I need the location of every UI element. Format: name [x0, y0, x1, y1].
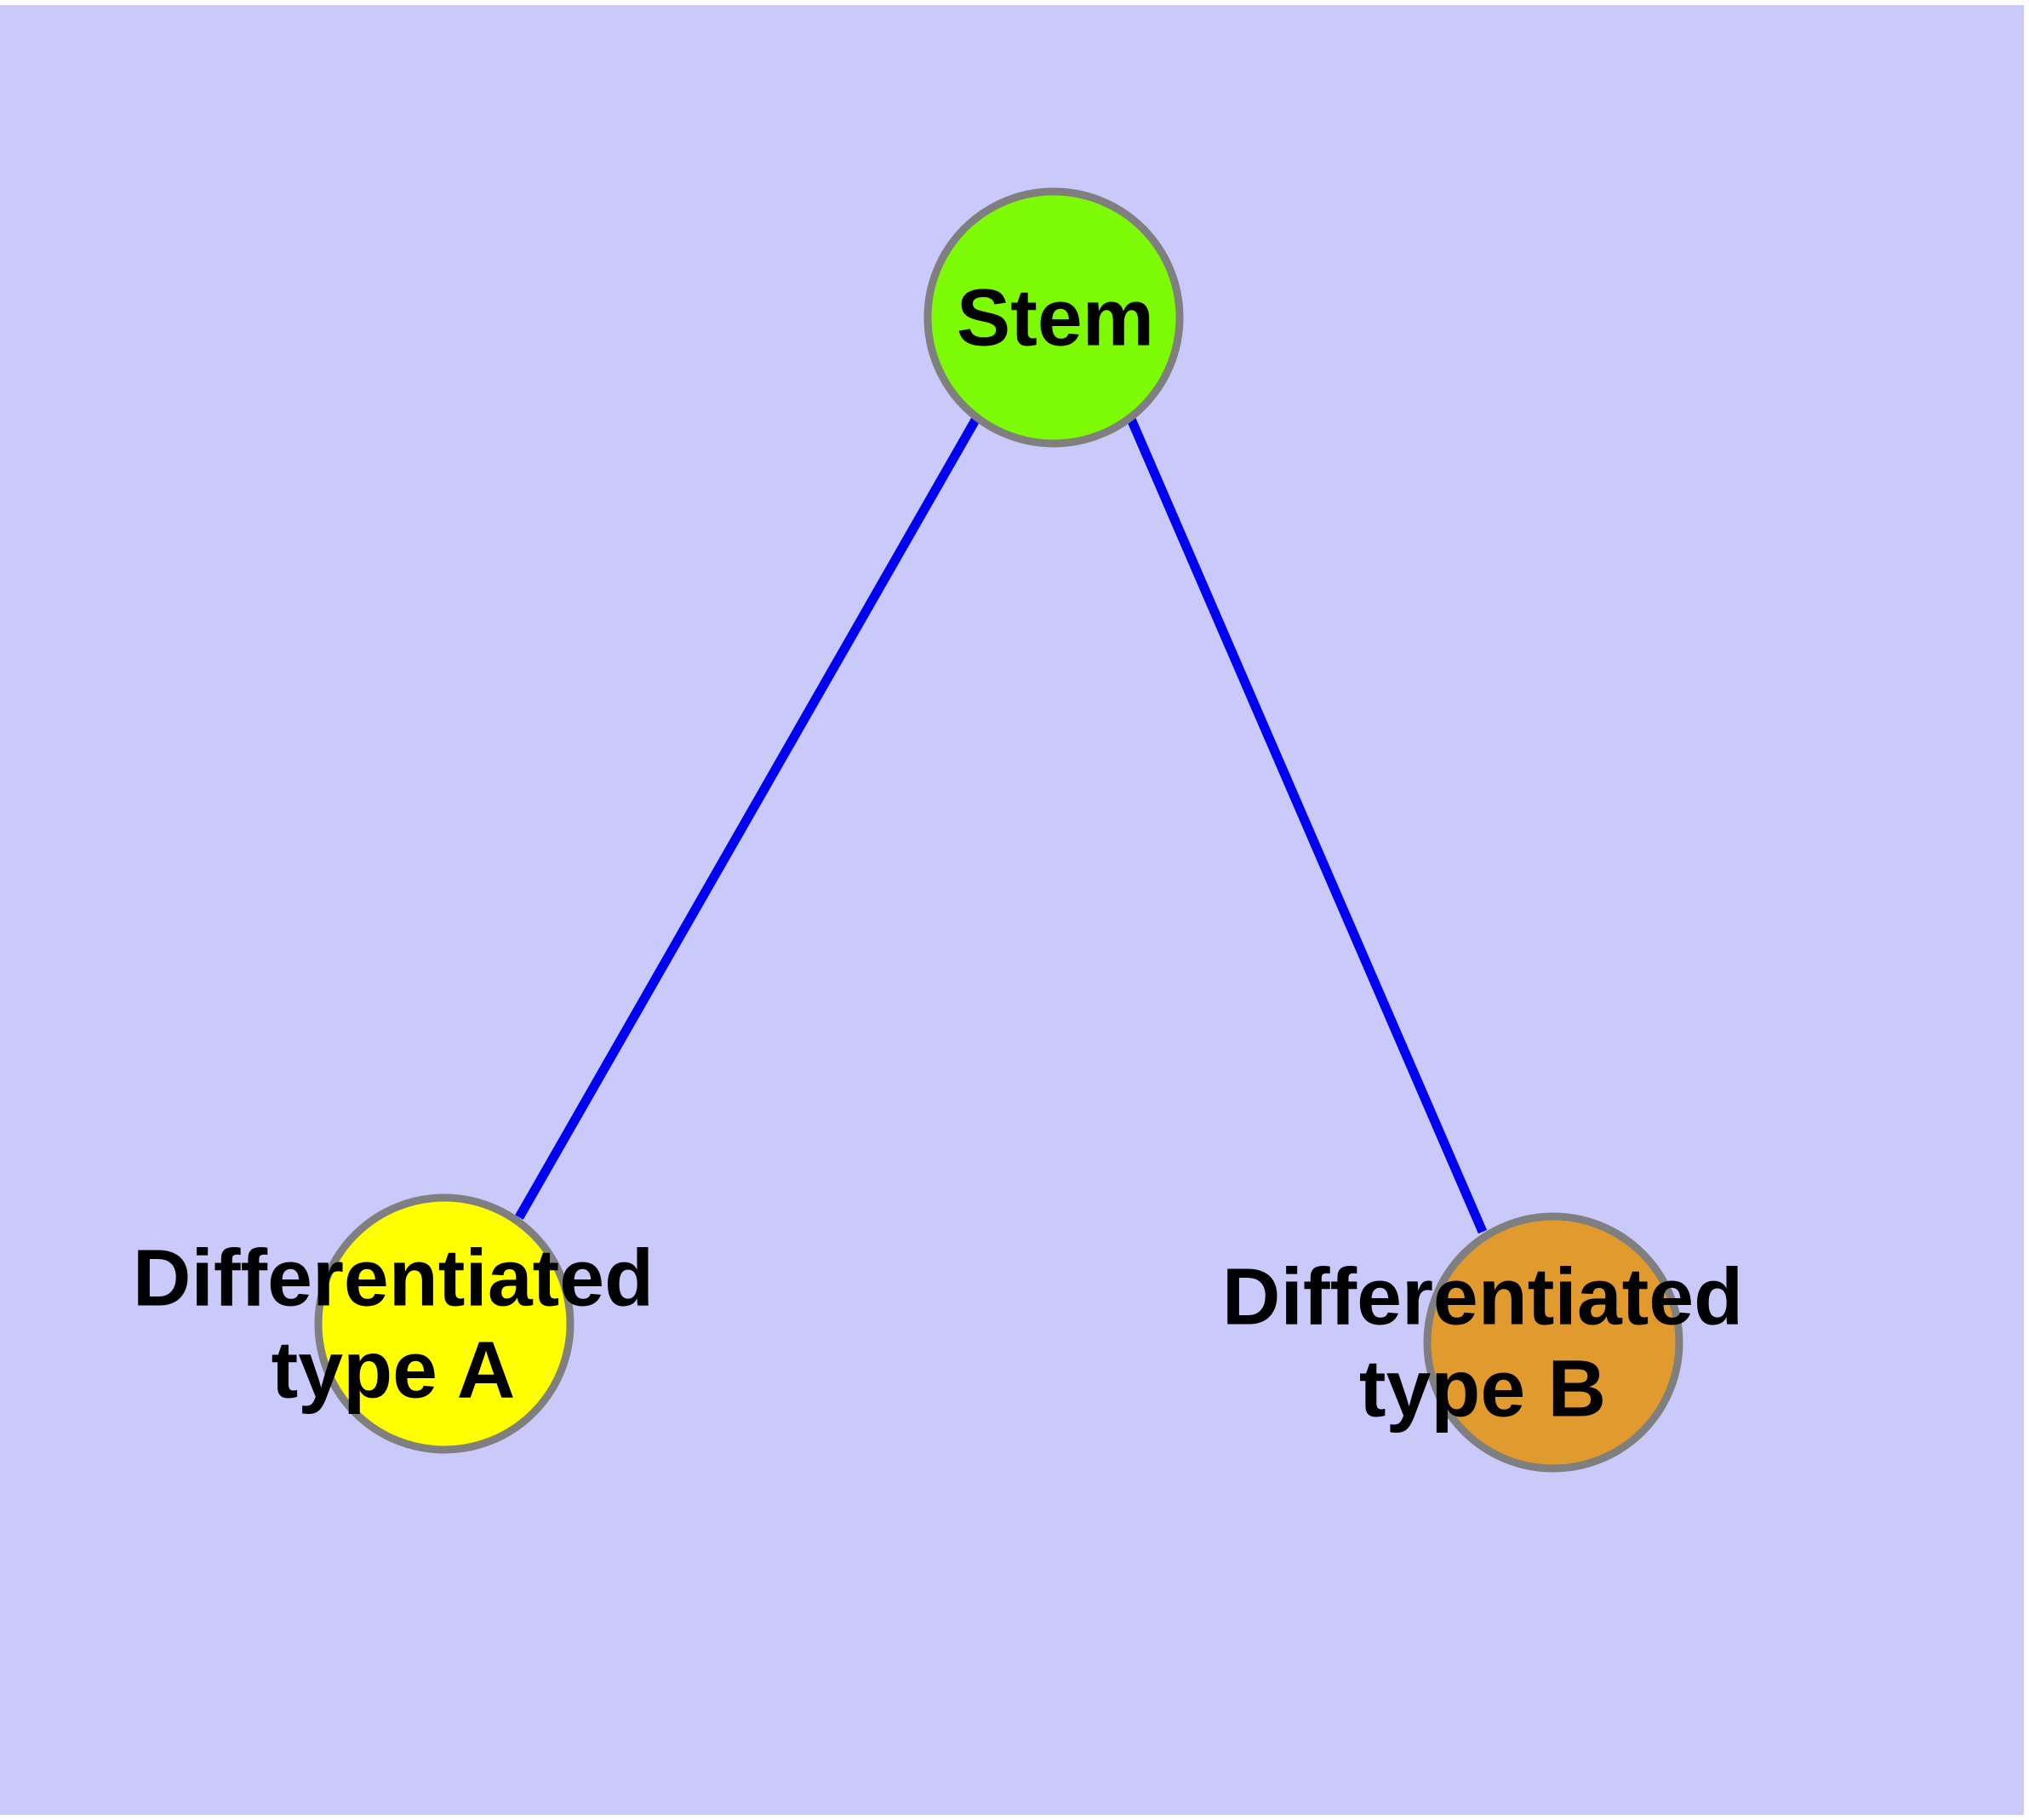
edge-stem-to-differentiated-type-b[interactable] — [1125, 415, 1488, 1234]
edge-stem-to-differentiated-type-a[interactable] — [515, 415, 981, 1220]
stem-node-circle[interactable] — [923, 187, 1184, 448]
stem-node[interactable]: Stem — [923, 187, 1184, 448]
differentiated-type-a-node-label-line: Differentiated — [133, 1233, 654, 1323]
differentiated-type-b-node-circle[interactable] — [1423, 1212, 1683, 1473]
differentiated-type-b-node-label-line: Differentiated — [1222, 1251, 1743, 1342]
stem-node-label: Stem — [957, 272, 1154, 363]
stem-node-label-line: Stem — [957, 272, 1154, 363]
differentiated-type-a-node-circle[interactable] — [314, 1193, 574, 1454]
differentiated-type-a-node-label-line: type A — [271, 1325, 516, 1415]
differentiated-type-b-node-label-line: type B — [1359, 1343, 1606, 1434]
edges-layer — [515, 415, 1488, 1234]
